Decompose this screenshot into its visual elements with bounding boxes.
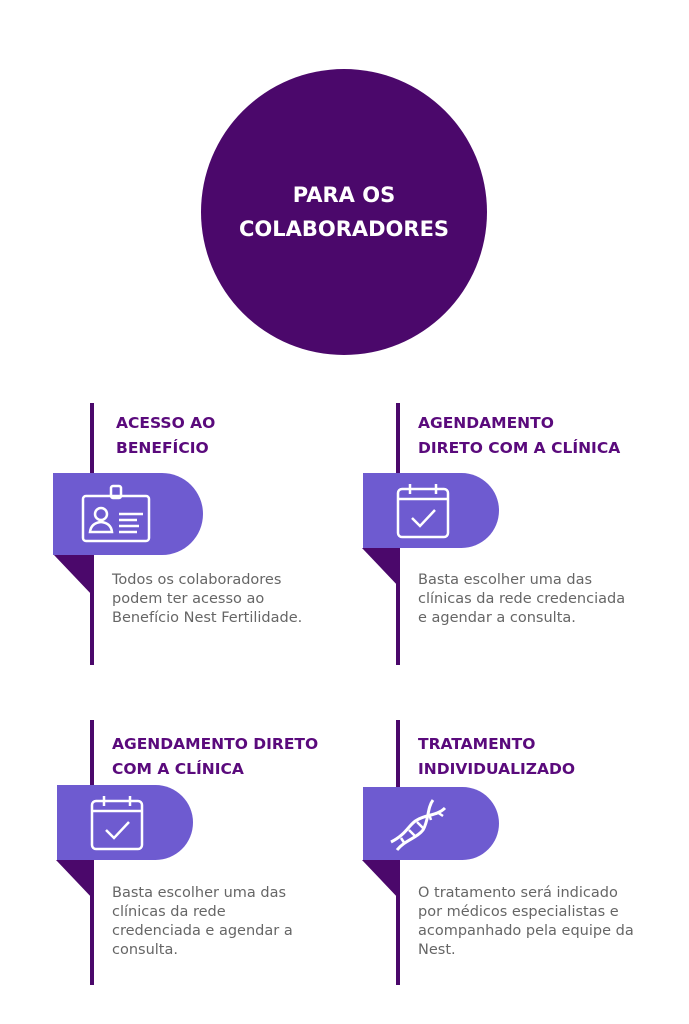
tab-fold [54,555,92,595]
card-text: Todos os colaboradores podem ter acesso … [112,572,303,626]
card-text: Basta escolher uma das clínicas da rede … [112,885,293,958]
id-badge-icon [81,484,151,543]
page-title: PARA OS COLABORADORES [238,183,450,241]
icon-tab [363,787,499,860]
tab-fold [56,860,94,900]
tab-fold [362,548,400,588]
card-text: O tratamento será indicado por médicos e… [418,885,634,958]
tab-fold [362,860,400,900]
icon-tab [363,473,499,548]
calendar-check-icon [396,483,450,538]
icon-tab [57,785,193,860]
dna-icon [390,798,447,851]
card-text: Basta escolher uma das clínicas da rede … [418,572,626,626]
header-circle: PARA OS COLABORADORES [201,69,487,355]
icon-tab [53,473,203,555]
calendar-check-icon [90,795,144,850]
